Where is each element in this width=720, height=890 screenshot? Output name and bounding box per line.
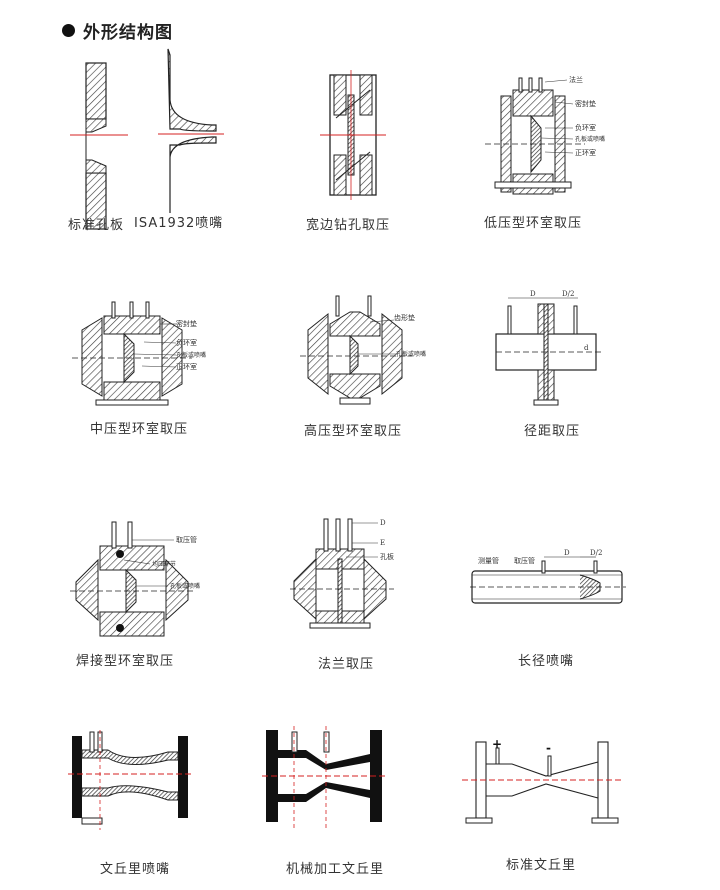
caption-venturi-nozzle: 文丘里喷嘴 [100, 862, 171, 877]
caption-radius-tap: 径距取压 [524, 424, 581, 439]
figure-low-pressure-annular: 法兰 密封垫 负环室 孔板或喷嘴 正环室 [485, 72, 635, 207]
isa1932-nozzle-drawing [158, 48, 224, 213]
label-pressure-tube: 取压管 [514, 556, 535, 565]
wide-edge-drill-drawing [320, 70, 386, 200]
figure-wide-edge-drill [320, 70, 390, 200]
figure-radius-tap: D D/2 d [495, 290, 606, 412]
caption-machined-venturi: 机械加工文丘里 [286, 862, 385, 877]
label-negative-chamber: 负环室 [176, 338, 197, 347]
figure-standard-venturi: + - [462, 737, 622, 828]
label-gasket: 密封垫 [575, 99, 596, 108]
label-measuring-tube: 测量管 [478, 556, 499, 565]
label-orifice-or-nozzle: 孔板或喷嘴 [396, 350, 426, 358]
venturi-nozzle-drawing [68, 730, 192, 830]
caption-long-radius-nozzle: 长径喷嘴 [518, 654, 575, 669]
caption-isa1932-nozzle: ISA1932喷嘴 [134, 216, 224, 231]
figure-venturi-nozzle [68, 730, 198, 830]
figure-welded-annular: 取压管 均压环节 孔板或喷嘴 [70, 520, 220, 645]
label-D: D [530, 290, 536, 298]
label-orifice: 孔板 [380, 552, 394, 561]
standard-venturi-drawing: + - [462, 737, 622, 824]
label-negative-chamber: 负环室 [575, 123, 596, 132]
label-minus: - [546, 741, 551, 755]
label-D-half: D/2 [562, 290, 574, 298]
label-orifice-or-nozzle: 孔板或喷嘴 [170, 582, 200, 590]
welded-annular-drawing: 取压管 均压环节 孔板或喷嘴 [70, 521, 200, 637]
caption-high-pressure-annular: 高压型环室取压 [304, 424, 403, 439]
label-D: D [564, 549, 570, 557]
figure-medium-pressure-annular: 密封垫 负环室 孔板或喷嘴 正环室 [72, 300, 222, 415]
low-pressure-annular-drawing: 法兰 密封垫 负环室 孔板或喷嘴 正环室 [485, 75, 605, 195]
label-toothed-gasket: 齿形垫 [394, 313, 415, 322]
section-title: 外形结构图 [83, 23, 173, 43]
caption-welded-annular: 焊接型环室取压 [76, 654, 175, 669]
figure-machined-venturi [262, 726, 392, 831]
figure-long-radius-nozzle: 测量管 取压管 D D/2 [470, 545, 630, 615]
label-orifice-or-nozzle: 孔板或喷嘴 [575, 135, 605, 143]
long-radius-nozzle-drawing: 测量管 取压管 D D/2 [470, 549, 626, 604]
label-D: D [380, 519, 386, 527]
figure-flange-tap: D E 孔板 [290, 515, 430, 635]
section-header: 外形结构图 [62, 18, 173, 43]
figure-isa1932-nozzle [150, 45, 230, 215]
label-flange: 法兰 [569, 75, 583, 84]
figure-standard-orifice [70, 60, 140, 230]
caption-standard-orifice: 标准孔板 [68, 218, 125, 233]
high-pressure-annular-drawing: 齿形垫 孔板或喷嘴 [300, 295, 426, 405]
standard-orifice-drawing [70, 62, 128, 230]
label-E: E [380, 539, 385, 547]
caption-wide-edge-drill: 宽边钻孔取压 [306, 218, 391, 233]
label-D-half: D/2 [590, 549, 602, 557]
caption-low-pressure-annular: 低压型环室取压 [484, 216, 583, 231]
caption-flange-tap: 法兰取压 [318, 657, 375, 672]
label-gasket: 密封垫 [176, 319, 197, 328]
figure-high-pressure-annular: 齿形垫 孔板或喷嘴 [300, 294, 450, 414]
label-positive-chamber: 正环室 [176, 362, 197, 371]
label-pressure-tube: 取压管 [176, 535, 197, 544]
bullet-icon [62, 24, 75, 37]
label-pressure-ring: 均压环节 [152, 560, 176, 568]
label-orifice-or-nozzle: 孔板或喷嘴 [176, 351, 206, 359]
flange-tap-drawing: D E 孔板 [290, 518, 394, 629]
machined-venturi-drawing [262, 726, 386, 830]
medium-pressure-annular-drawing: 密封垫 负环室 孔板或喷嘴 正环室 [72, 301, 206, 406]
radius-tap-drawing: D D/2 d [495, 290, 602, 406]
caption-medium-pressure-annular: 中压型环室取压 [90, 422, 189, 437]
label-positive-chamber: 正环室 [575, 148, 596, 157]
label-d: d [584, 344, 589, 352]
label-plus: + [492, 737, 502, 751]
caption-standard-venturi: 标准文丘里 [506, 858, 577, 873]
